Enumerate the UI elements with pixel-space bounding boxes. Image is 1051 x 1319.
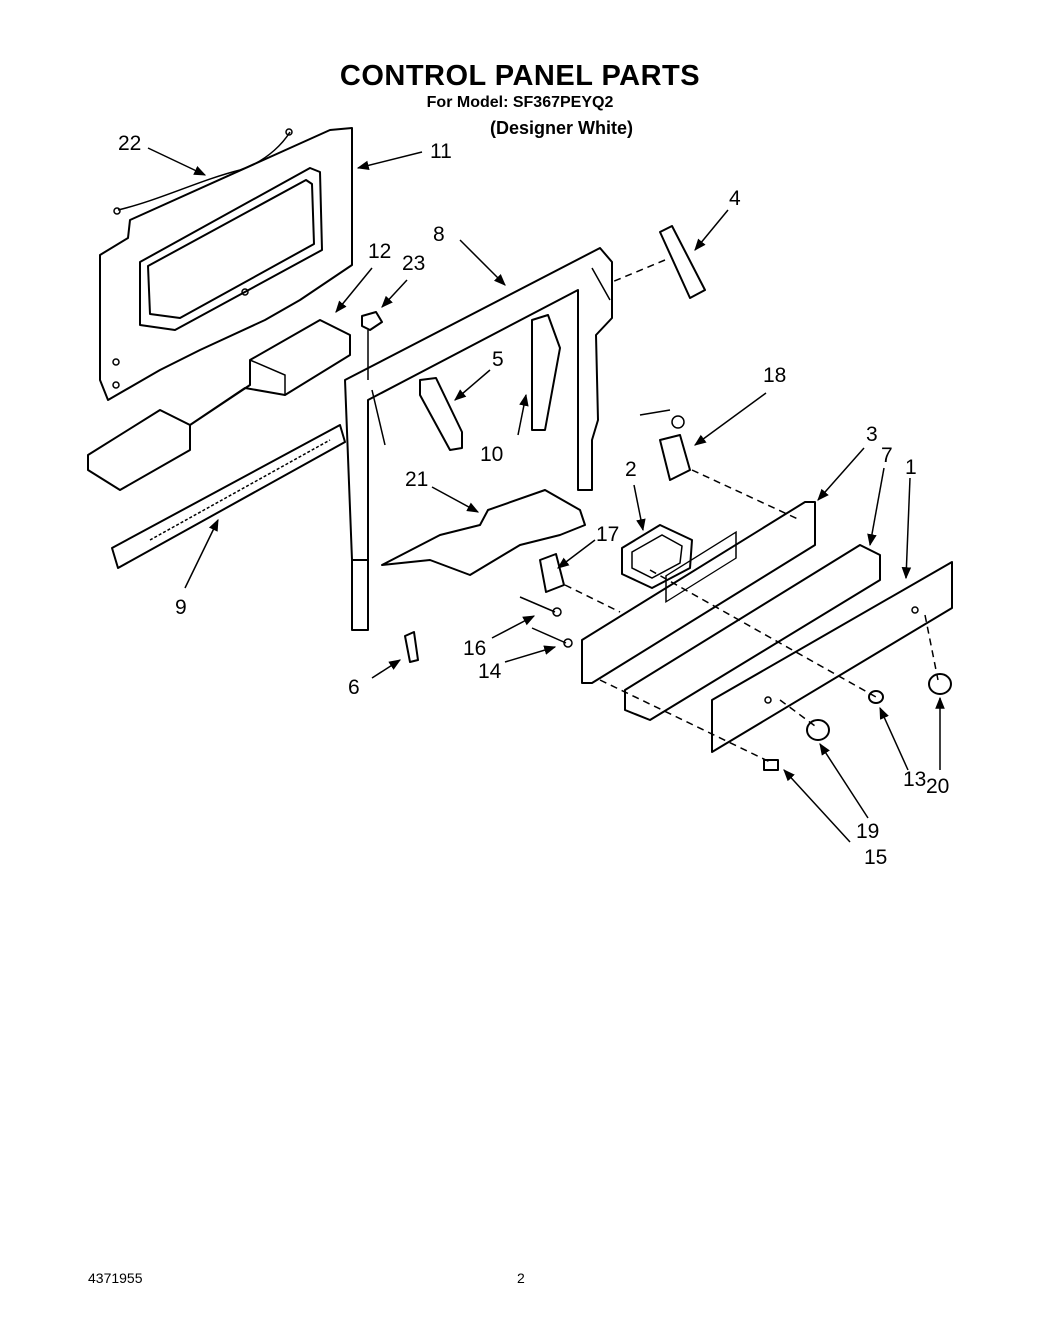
callout-leaders [147,147,945,843]
page-title: CONTROL PANEL PARTS [339,60,701,92]
part-11-rear-panel [99,127,353,401]
callout-23: 23 [402,252,425,275]
model-line: For Model: SF367PEYQ2 [426,94,614,111]
part-21-shield-plate [381,489,586,576]
callout-19: 19 [856,820,879,843]
callout-5: 5 [492,348,504,371]
callout-13: 13 [903,768,926,791]
callout-20: 20 [926,775,949,798]
callout-8: 8 [433,223,445,246]
callout-10: 10 [480,443,503,466]
callout-15: 15 [864,846,887,869]
part-14-screw [531,627,567,644]
part-13-knob [868,690,884,704]
part-8-frame [344,247,613,631]
callout-14: 14 [478,660,502,683]
callout-labels: 22 11 4 8 12 23 5 18 10 3 7 1 21 2 17 9 … [118,132,949,869]
callout-18: 18 [763,364,786,387]
part-17-switch [539,553,565,593]
part-5-bracket [419,377,463,451]
callout-22: 22 [118,132,141,155]
callout-16: 16 [463,637,486,660]
callout-12: 12 [368,240,391,263]
callout-11: 11 [430,140,452,163]
callout-4: 4 [729,187,741,210]
part-23-clip [361,311,383,331]
part-3-panel-back [581,501,816,684]
part-6-clip [404,631,419,663]
part-9-vent-strip [111,424,346,569]
doc-number: 4371955 [88,1270,143,1286]
page-number: 2 [517,1270,525,1286]
part-10-bracket [531,314,561,431]
part-16-screw [519,596,556,613]
color-variant: (Designer White) [490,118,634,138]
callout-21: 21 [405,468,428,491]
callout-2: 2 [625,458,637,481]
part-22-wire [113,128,293,215]
part-15-knob [763,759,779,771]
callout-7: 7 [881,444,893,467]
part-7-channel [624,544,881,721]
part-4-end-cap [659,225,706,299]
part-18-switch [639,409,691,481]
callout-17: 17 [596,523,619,546]
callout-3: 3 [866,423,878,446]
callout-9: 9 [175,596,187,619]
part-12-shield [87,319,351,491]
callout-1: 1 [905,456,917,479]
part-20-knob [928,673,952,695]
callout-6: 6 [348,676,360,699]
